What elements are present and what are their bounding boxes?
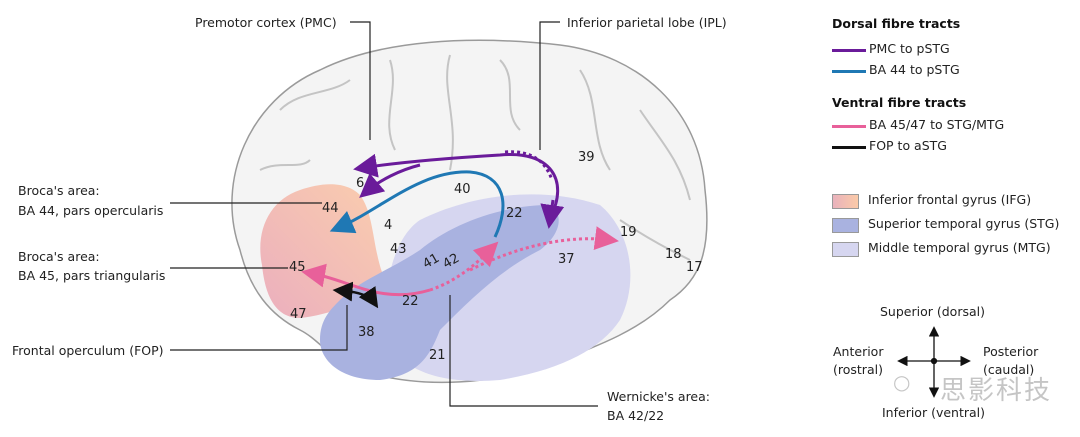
legend-pmc-pstg: PMC to pSTG	[869, 41, 950, 56]
ba-40: 40	[454, 182, 471, 197]
legend-fop-astg: FOP to aSTG	[869, 138, 947, 153]
watermark: 思影科技	[940, 376, 1053, 406]
leader-lines	[170, 21, 598, 407]
legend-ventral-title: Ventral fibre tracts	[832, 95, 967, 110]
legend-stg: Superior temporal gyrus (STG)	[868, 216, 1060, 231]
tract-ba44-pstg	[329, 170, 505, 238]
label-wernicke-line1: Wernicke's area:	[607, 389, 710, 404]
legend-swatch-fop-astg	[832, 146, 866, 149]
ba-45: 45	[289, 260, 306, 275]
compass-posterior-line1: Posterior	[983, 344, 1039, 359]
legend-ifg: Inferior frontal gyrus (IFG)	[868, 192, 1032, 207]
compass-arrows	[897, 326, 971, 398]
label-premotor-cortex: Premotor cortex (PMC)	[195, 15, 337, 30]
compass-anterior-line2: (rostral)	[833, 362, 883, 377]
compass-inferior: Inferior (ventral)	[882, 405, 986, 420]
label-broca-44-line1: Broca's area:	[18, 183, 100, 198]
compass-superior: Superior (dorsal)	[880, 304, 985, 319]
tract-pmc-pstg-branch	[359, 163, 421, 198]
region-stg	[320, 205, 559, 380]
legend-ba45-stg: BA 45/47 to STG/MTG	[869, 117, 1005, 132]
legend-swatch-mtg	[832, 242, 859, 257]
label-broca-45-line2: BA 45, pars triangularis	[18, 268, 166, 283]
ba-6: 6	[356, 176, 365, 191]
ba-19: 19	[620, 225, 637, 240]
compass-posterior-line2: (caudal)	[983, 362, 1035, 377]
label-wernicke-line2: BA 42/22	[607, 408, 665, 423]
ba-43: 43	[390, 242, 407, 257]
legend-swatch-stg	[832, 218, 859, 233]
ba-21: 21	[429, 348, 446, 363]
ba-18: 18	[665, 247, 682, 262]
ba-22-anterior: 22	[402, 294, 419, 309]
compass-anterior-line1: Anterior	[833, 344, 884, 359]
tract-fop-astg	[332, 281, 379, 309]
label-broca-44-line2: BA 44, pars opercularis	[18, 203, 164, 218]
tract-ba47-mtg-dotted	[469, 226, 619, 272]
label-broca-45-line1: Broca's area:	[18, 249, 100, 264]
sulci	[259, 54, 691, 261]
ba-47: 47	[290, 307, 307, 322]
label-inferior-parietal-lobe: Inferior parietal lobe (IPL)	[567, 15, 727, 30]
ba-22-posterior: 22	[506, 206, 523, 221]
ba-39: 39	[578, 150, 595, 165]
legend-ba44-pstg: BA 44 to pSTG	[869, 62, 960, 77]
label-frontal-operculum: Frontal operculum (FOP)	[12, 343, 164, 358]
ba-38: 38	[358, 325, 375, 340]
tract-pmc-pstg-arrowhead	[540, 199, 565, 229]
ba-44: 44	[322, 201, 339, 216]
tract-pmc-pstg-dotted	[504, 150, 554, 181]
tract-pmc-pstg	[353, 152, 560, 219]
tract-ba45-stg-dotted	[429, 241, 499, 292]
legend-swatch-ba45-stg	[832, 125, 866, 128]
legend-swatch-pmc-pstg	[832, 49, 866, 52]
legend-swatch-ifg	[832, 194, 859, 209]
wechat-icon: ○	[893, 370, 913, 394]
ba-17: 17	[686, 260, 703, 275]
ba-4: 4	[384, 218, 393, 233]
legend-dorsal-title: Dorsal fibre tracts	[832, 16, 961, 31]
legend-swatch-ba44-pstg	[832, 70, 866, 73]
ba-37: 37	[558, 252, 575, 267]
legend-mtg: Middle temporal gyrus (MTG)	[868, 240, 1051, 255]
